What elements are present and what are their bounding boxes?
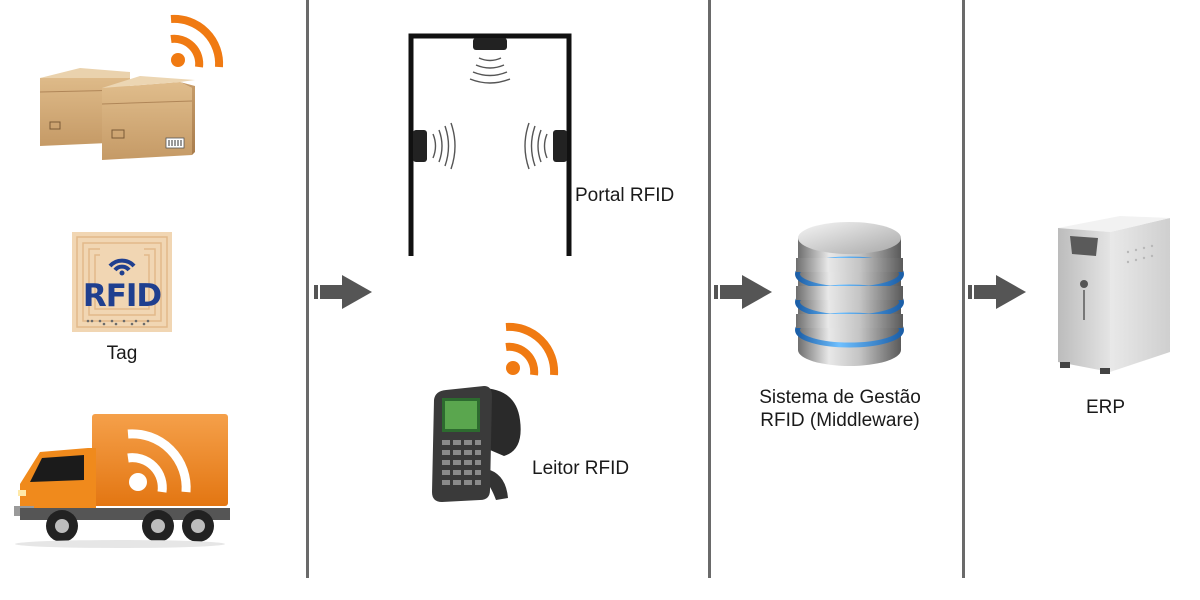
rfid-tag-icon: RFID [72,232,172,332]
erp-label: ERP [1086,397,1126,418]
divider-1 [306,0,309,578]
arrow-icon [714,273,774,311]
server-icon [1048,212,1188,377]
divider-3 [962,0,965,578]
boxes-icon [30,60,205,160]
tag-logo-text: RFID [82,278,162,314]
portal-label: Portal RFID [575,185,675,206]
truck-icon [10,410,235,550]
handheld-reader-icon [420,380,530,505]
reader-label: Leitor RFID [532,458,630,479]
tag-label: Tag [106,343,138,364]
arrow-icon [314,273,374,311]
rfid-signal-icon [168,12,228,70]
middleware-label: Sistema de Gestão RFID (Middleware) [735,386,945,432]
database-icon [792,220,907,370]
portal-icon [405,30,575,258]
middleware-label-line2: RFID (Middleware) [760,410,920,431]
rfid-signal-icon [503,320,563,378]
divider-2 [708,0,711,578]
arrow-icon [968,273,1028,311]
middleware-label-line1: Sistema de Gestão [759,387,921,408]
